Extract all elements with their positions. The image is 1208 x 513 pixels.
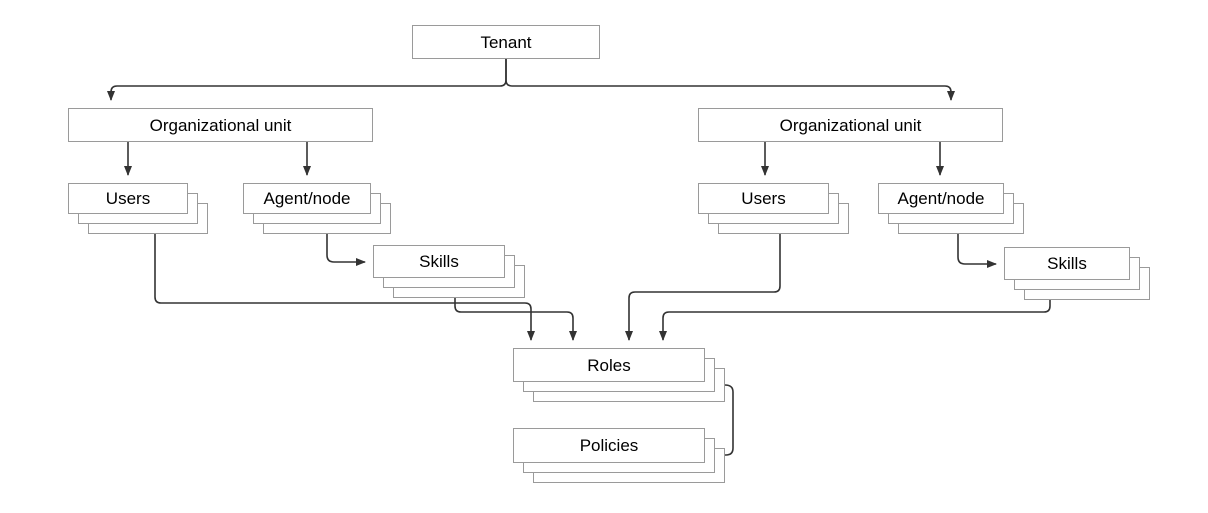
node-ou-right-box[interactable]: Organizational unit bbox=[698, 108, 1003, 142]
node-users-left-label: Users bbox=[105, 189, 151, 208]
node-tenant-box[interactable]: Tenant bbox=[412, 25, 600, 59]
edge-agent-left-to-skills bbox=[326, 234, 366, 266]
node-users-left-box[interactable]: Users bbox=[68, 183, 188, 214]
node-policies-box[interactable]: Policies bbox=[513, 428, 705, 463]
node-agent-left-box[interactable]: Agent/node bbox=[243, 183, 371, 214]
node-roles-box[interactable]: Roles bbox=[513, 348, 705, 382]
edge-skills-left-to-roles bbox=[454, 298, 577, 341]
node-agent-right-label: Agent/node bbox=[897, 189, 985, 208]
node-skills-left-label: Skills bbox=[419, 252, 459, 271]
node-agent-right-box[interactable]: Agent/node bbox=[878, 183, 1004, 214]
node-users-right-label: Users bbox=[741, 189, 786, 208]
edge-agent-right-to-skills bbox=[957, 234, 997, 268]
node-users-right-box[interactable]: Users bbox=[698, 183, 829, 214]
node-ou-left-label: Organizational unit bbox=[149, 115, 292, 135]
edge-tenant-to-ou-right bbox=[505, 59, 955, 101]
node-skills-right-box[interactable]: Skills bbox=[1004, 247, 1130, 280]
node-roles-label: Roles bbox=[587, 355, 631, 375]
edge-tenant-to-ou-left bbox=[107, 59, 507, 101]
node-skills-left-box[interactable]: Skills bbox=[373, 245, 505, 278]
node-ou-left-box[interactable]: Organizational unit bbox=[68, 108, 373, 142]
node-ou-right-label: Organizational unit bbox=[779, 115, 922, 135]
node-tenant-label: Tenant bbox=[480, 32, 532, 52]
edge-skills-right-to-roles bbox=[659, 300, 1051, 341]
node-skills-right-label: Skills bbox=[1047, 254, 1087, 273]
edge-users-right-to-roles bbox=[625, 234, 781, 341]
node-agent-left-label: Agent/node bbox=[263, 189, 351, 208]
node-policies-label: Policies bbox=[579, 436, 639, 455]
